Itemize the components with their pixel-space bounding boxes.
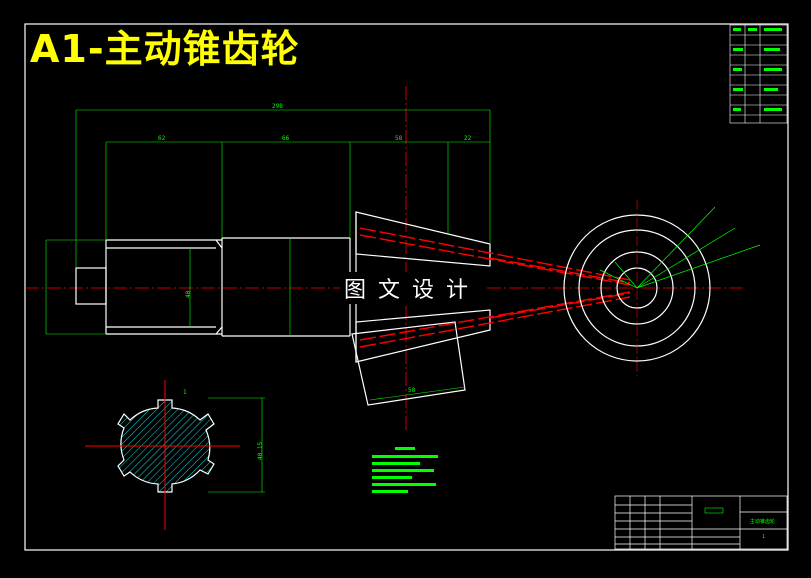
- dim-seg3: 58: [395, 135, 403, 142]
- end-view-leaders: [599, 206, 761, 289]
- parts-list-text: [733, 28, 782, 111]
- dimension-lines: [45, 109, 491, 401]
- watermark: 图文设计: [340, 272, 485, 304]
- dim-seg2: 66: [282, 135, 290, 142]
- drawing-title: A1-主动锥齿轮: [30, 27, 300, 71]
- dim-bore-dia: 40: [185, 290, 192, 298]
- technical-notes: [372, 447, 438, 493]
- title-block-mark: [704, 507, 724, 514]
- dim-seg4: 22: [464, 135, 472, 142]
- dim-seg1: 62: [158, 135, 166, 142]
- shaft-outline: [75, 237, 351, 337]
- dim-overall-length: 298: [272, 103, 283, 110]
- dim-spline-width: 1: [183, 389, 187, 396]
- title-block: [614, 495, 788, 550]
- parts-list-table: [729, 24, 788, 124]
- title-block-part-name: 主动锥齿轮: [750, 519, 776, 525]
- bevel-gear-profile: [351, 211, 491, 406]
- dim-face-width: 58: [408, 387, 416, 394]
- spline-cross-section: [85, 380, 265, 530]
- title-block-sheet: 1: [762, 534, 766, 540]
- dim-keyway-depth: 40.15: [257, 441, 264, 460]
- drawing-border: [24, 23, 789, 551]
- pitch-cone-lines: [359, 227, 631, 348]
